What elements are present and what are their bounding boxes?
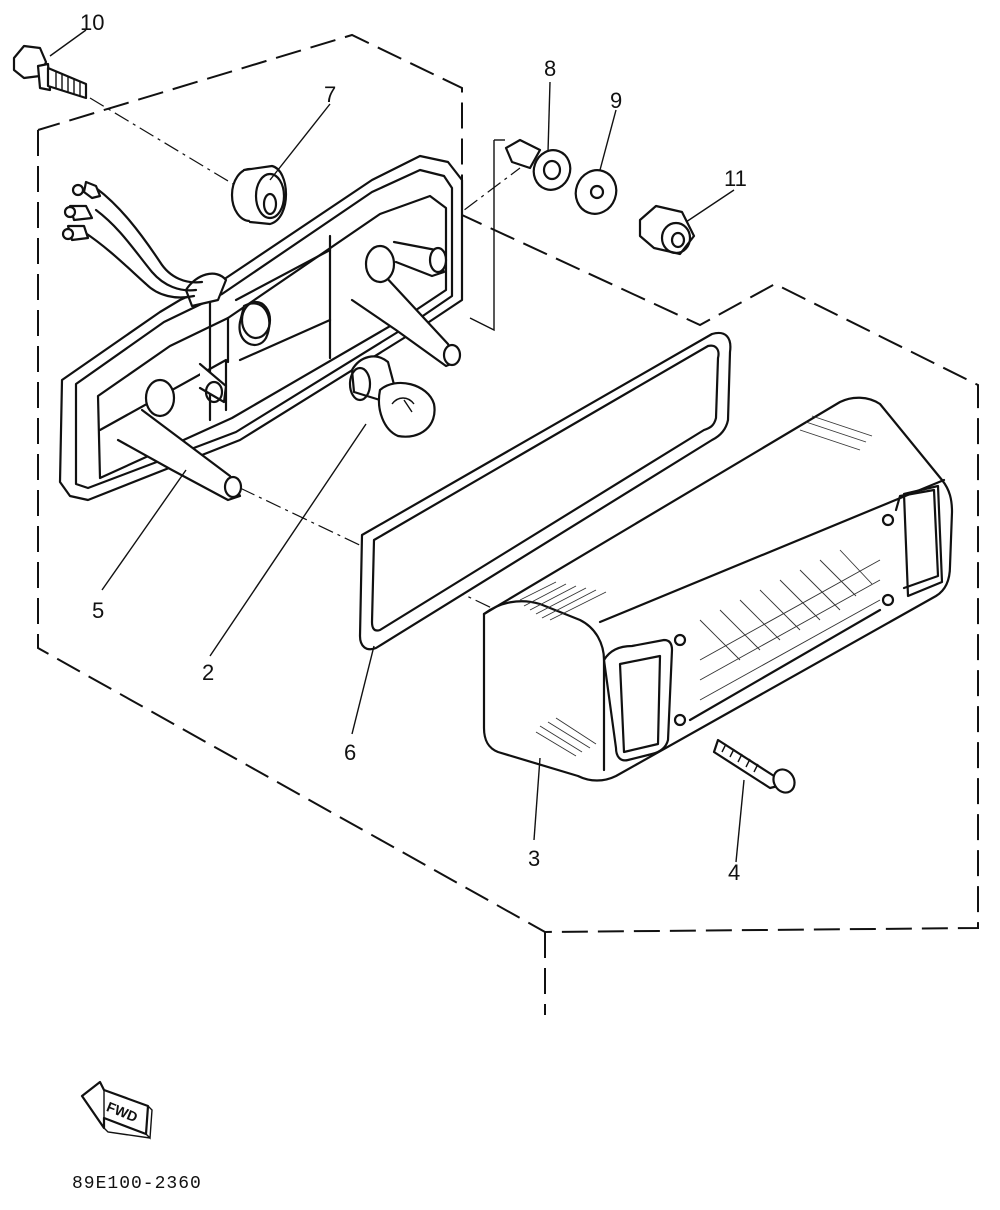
- part-6-gasket: [358, 331, 732, 651]
- callout-10: 10: [80, 10, 104, 35]
- callout-5: 5: [92, 598, 104, 623]
- part-4-screw: [712, 738, 796, 794]
- part-5-lamp-housing: [58, 154, 464, 502]
- callout-8: 8: [544, 56, 556, 81]
- callout-9: 9: [610, 88, 622, 113]
- part-9-washer: [574, 169, 618, 215]
- part-11-nut: [638, 204, 696, 256]
- part-2-bulb: [348, 355, 436, 438]
- callout-3: 3: [528, 846, 540, 871]
- drawing-code: 89E100-2360: [72, 1174, 202, 1194]
- callout-7: 7: [324, 82, 336, 107]
- part-3-lens: [482, 396, 954, 782]
- callout-4: 4: [728, 860, 740, 885]
- part-10-flange-bolt: [12, 44, 88, 100]
- callout-labels: 10 7 8 9 11 5 2 6 3 4: [80, 10, 747, 885]
- callout-11: 11: [724, 166, 747, 191]
- callout-6: 6: [344, 740, 356, 765]
- callout-2: 2: [202, 660, 214, 685]
- part-7-grommet: [230, 164, 288, 226]
- forward-direction-arrow: FWD: [80, 1080, 153, 1140]
- assembly-boundary: [37, 33, 979, 1015]
- leader-lines: [49, 29, 745, 863]
- part-8-collar: [504, 138, 572, 191]
